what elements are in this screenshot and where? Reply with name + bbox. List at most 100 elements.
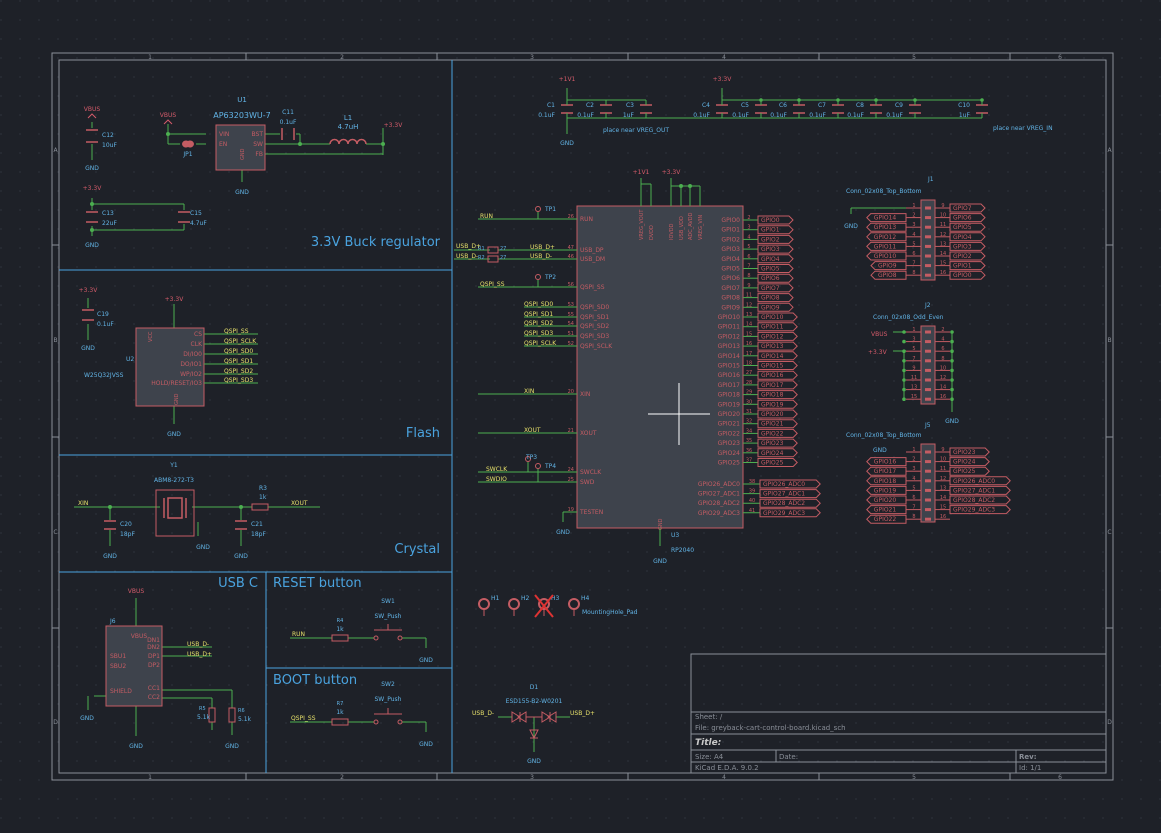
j5-pins-glabel-r6[interactable]: [949, 505, 1011, 515]
resistor-r7[interactable]: [331, 718, 349, 726]
u3-glabel-gpio19[interactable]: [757, 399, 798, 409]
j1-pins-glabel-l7[interactable]: [870, 270, 907, 280]
j1-pins-glabel-l1[interactable]: [866, 213, 907, 223]
u3-glabel-gpio22[interactable]: [757, 428, 798, 438]
u3-glabel-gpio20[interactable]: [757, 409, 798, 419]
connector-j6-usbc[interactable]: [105, 625, 163, 707]
u3-glabel-gpio24[interactable]: [757, 448, 798, 458]
j5-pins-glabel-l2[interactable]: [866, 466, 907, 476]
resistor-r5[interactable]: [208, 707, 216, 723]
capacitor-c13[interactable]: [86, 211, 98, 223]
capacitor-c15[interactable]: [178, 211, 190, 223]
u3-glabel-gpio7[interactable]: [757, 283, 794, 293]
j1-pins-glabel-l5[interactable]: [866, 251, 907, 261]
j1-pins-glabel-r6[interactable]: [949, 261, 986, 271]
u3-glabel-gpio26_adc0[interactable]: [759, 479, 821, 489]
u3-glabel-gpio29_adc3[interactable]: [759, 508, 821, 518]
testpoint-tp2[interactable]: [535, 274, 541, 280]
capacitor-c19[interactable]: [82, 309, 94, 321]
u3-glabel-gpio14[interactable]: [757, 351, 798, 361]
u3-glabel-gpio4[interactable]: [757, 254, 794, 264]
u3-glabel-gpio25[interactable]: [757, 458, 798, 467]
reset-button-circuit[interactable]: R4 1k RUN SW1 SW_Push GND: [290, 598, 433, 664]
j1-pins-glabel-r7[interactable]: [949, 270, 986, 280]
u3-glabel-gpio12[interactable]: [757, 331, 798, 341]
u3-glabel-gpio9[interactable]: [757, 302, 794, 312]
u3-glabel-gpio3[interactable]: [757, 244, 794, 254]
decoupling-caps[interactable]: +1V1 +3.3V C10.1uFC20.1uFC31uFC40.1uFC50…: [538, 76, 1052, 147]
u3-glabel-gpio6[interactable]: [757, 273, 794, 283]
j1-pins-glabel-l4[interactable]: [866, 241, 907, 251]
testpoint-tp3[interactable]: [525, 456, 531, 462]
j5-pins-glabel-l4[interactable]: [866, 485, 907, 495]
j5-pins-glabel-l3[interactable]: [866, 476, 907, 486]
j1-pins-glabel-r5[interactable]: [949, 251, 986, 261]
j1-pins-glabel-l6[interactable]: [870, 261, 907, 271]
u3-glabel-gpio0[interactable]: [757, 215, 794, 225]
j1-pins-glabel-r3[interactable]: [949, 232, 986, 242]
u3-glabel-gpio27_adc1[interactable]: [759, 489, 821, 499]
u3-glabel-gpio28_adc2[interactable]: [759, 498, 821, 508]
boot-button-circuit[interactable]: R7 1k QSPI_SS SW2 SW_Push GND: [290, 681, 433, 748]
capacitor-c11[interactable]: [281, 128, 295, 140]
u3-glabel-gpio23[interactable]: [757, 438, 798, 448]
resistor-r1[interactable]: [487, 246, 499, 254]
j1-pins-glabel-r4[interactable]: [949, 241, 986, 251]
buck-regulator-circuit[interactable]: C12 10uF VBUS GND VBUS JP1 U1 AP63203WU-…: [83, 96, 404, 249]
u3-glabel-gpio15[interactable]: [757, 361, 798, 370]
inductor-l1[interactable]: [329, 138, 367, 145]
flash-circuit[interactable]: +3.3V C19 0.1uF GND +3.3V U2 W25Q32JVSS …: [79, 287, 258, 438]
j5-pins-glabel-r1[interactable]: [949, 457, 990, 467]
j5-pins-glabel-r4[interactable]: [949, 485, 1011, 495]
j5-pins-glabel-l1[interactable]: [866, 457, 907, 467]
u3-glabel-gpio21[interactable]: [757, 419, 798, 429]
j1-pins-glabel-r1[interactable]: [949, 213, 986, 223]
u3-glabel-gpio1[interactable]: [757, 225, 794, 235]
resistor-r3[interactable]: [251, 503, 269, 511]
j1-pins-glabel-l3[interactable]: [866, 232, 907, 242]
j5-pins-glabel-r3[interactable]: [949, 476, 1011, 486]
pushbutton-sw1[interactable]: [373, 624, 403, 641]
u3-glabel-gpio18[interactable]: [757, 390, 798, 400]
capacitor-c12[interactable]: [86, 129, 98, 143]
resistor-r6[interactable]: [228, 707, 236, 723]
j5-pins-glabel-l6[interactable]: [866, 505, 907, 515]
crystal-y1[interactable]: [155, 489, 195, 537]
testpoint-tp4[interactable]: [535, 463, 541, 469]
u3-glabel-gpio16[interactable]: [757, 370, 798, 380]
j1-pins-glabel-l2[interactable]: [866, 222, 907, 232]
u3-glabel-gpio10[interactable]: [757, 312, 798, 322]
jumper-jp1[interactable]: [182, 140, 194, 148]
ic-u2-flash[interactable]: [135, 327, 205, 407]
crystal-circuit[interactable]: Y1 ABM8-272-T3 XIN XOUT R3 1k C20 18pF C…: [74, 462, 320, 560]
j5-pins-glabel-r5[interactable]: [949, 495, 1011, 505]
u3-glabel-gpio17[interactable]: [757, 380, 798, 390]
j1-pins-glabel-r0[interactable]: [949, 203, 986, 213]
resistor-r2[interactable]: [487, 255, 499, 263]
resistor-r4[interactable]: [331, 634, 349, 642]
j5-pins-glabel-l7[interactable]: [866, 514, 907, 524]
testpoint-tp1[interactable]: [535, 206, 541, 212]
pushbutton-sw2[interactable]: [373, 708, 403, 725]
u3-glabel-gpio8[interactable]: [757, 293, 794, 303]
u3-right-pinnum-12: 15: [746, 331, 752, 337]
j5-pins-glabel-r0[interactable]: [949, 447, 990, 457]
ic-u1-buck[interactable]: [215, 124, 266, 171]
usbc-circuit[interactable]: J6 VBUS SBU1SBU2SHIELDDN1DN2DP1DP2CC1CC2…: [80, 588, 251, 750]
j5-pins-glabel-l5[interactable]: [866, 495, 907, 505]
u3-glabel-gpio5[interactable]: [757, 264, 794, 273]
u3-glabel-gpio11[interactable]: [757, 322, 798, 332]
capacitor-c20[interactable]: [104, 520, 116, 530]
capacitor-c21[interactable]: [235, 520, 247, 530]
j5-pins-glabel-r2[interactable]: [949, 466, 990, 476]
j1-pins-glabel-r2[interactable]: [949, 222, 986, 232]
esd-diode-d1[interactable]: D1 ESD155-B2-W0201 USB_D- USB_D+ GND: [472, 684, 595, 765]
u3-glabel-gpio13[interactable]: [757, 341, 798, 351]
u3-glabel-gpio2[interactable]: [757, 234, 794, 244]
